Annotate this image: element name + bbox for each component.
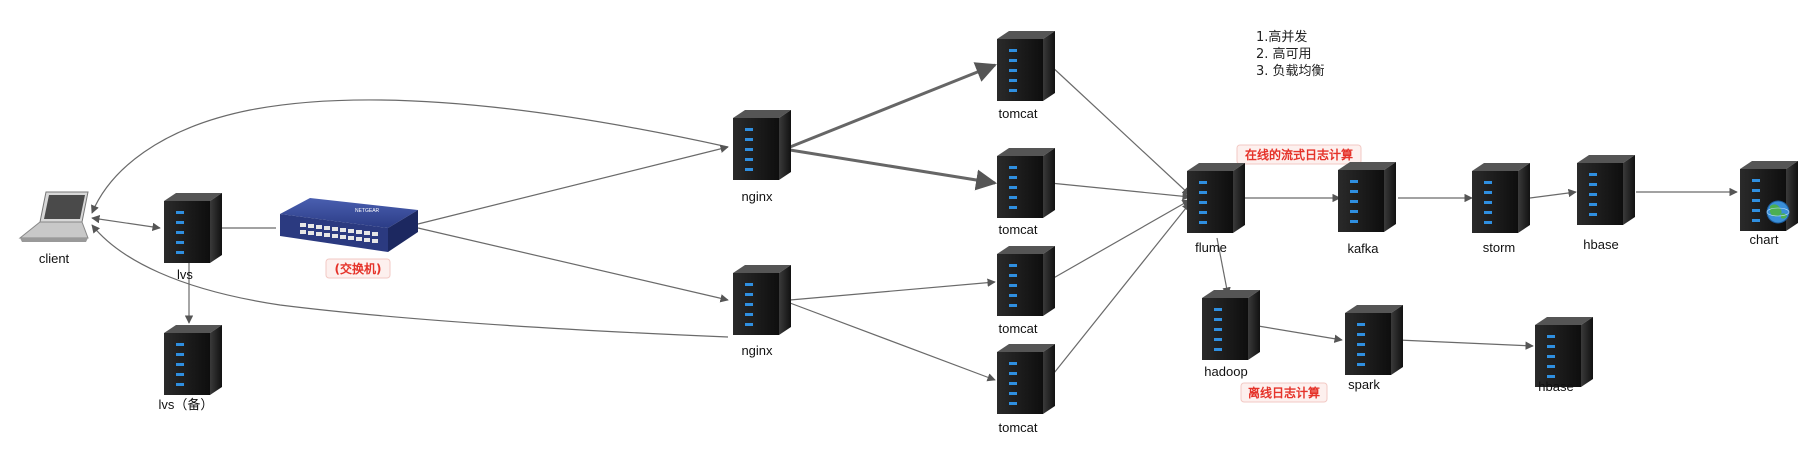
note-1: 1.高并发: [1256, 29, 1307, 45]
hadoop-server-icon: [1202, 290, 1260, 360]
edge-switch-nginx-bottom: [417, 227, 729, 303]
edge-nginx-top-tomcat1: [789, 62, 997, 149]
notes-list: 1.高并发 2. 高可用 3. 负载均衡: [1256, 29, 1325, 79]
offline-label: 离线日志计算: [1248, 385, 1320, 400]
edge-tomcat1-flume: [1049, 64, 1191, 196]
kafka-label: kafka: [1347, 241, 1379, 256]
client-label: client: [39, 251, 70, 266]
nginx-top-server-icon: [733, 110, 791, 180]
nginx-bottom-label: nginx: [741, 343, 773, 358]
lvs-label: lvs: [177, 267, 193, 282]
edge-nginx-bottom-client: [91, 224, 729, 338]
tomcat-3-label: tomcat: [998, 321, 1037, 336]
tomcat-4-server-icon: [997, 344, 1055, 414]
flume-server-icon: [1187, 163, 1245, 233]
tomcat-2-server-icon: [997, 148, 1055, 218]
hbase-top-server-icon: [1577, 155, 1635, 225]
edge-nginx-top-tomcat2: [789, 148, 998, 191]
kafka-server-icon: [1338, 162, 1396, 232]
edge-nginx-bottom-tomcat3: [789, 278, 996, 301]
switch-brand-text: NETGEAR: [355, 208, 380, 214]
hbase-top-label: hbase: [1583, 237, 1618, 252]
storm-server-icon: [1472, 163, 1530, 233]
chart-server-icon: [1740, 161, 1798, 231]
switch-label-badge: (交换机): [325, 258, 391, 279]
chart-label: chart: [1750, 232, 1779, 247]
globe-icon: [1766, 200, 1790, 224]
edge-client-lvs: [91, 214, 161, 232]
edge-tomcat3-flume: [1049, 199, 1191, 281]
edge-switch-nginx-top: [417, 144, 729, 225]
online-label: 在线的流式日志计算: [1245, 147, 1353, 162]
edge-hadoop-spark: [1251, 324, 1343, 343]
online-label-badge: 在线的流式日志计算: [1236, 144, 1362, 165]
switch-label: (交换机): [335, 261, 382, 276]
offline-label-badge: 离线日志计算: [1240, 382, 1328, 403]
hadoop-label: hadoop: [1204, 364, 1247, 379]
edge-storm-hbase: [1529, 188, 1577, 199]
connectors: [91, 62, 1738, 382]
edge-flume-hadoop: [1216, 237, 1231, 296]
tomcat-4-label: tomcat: [998, 420, 1037, 435]
spark-server-icon: [1345, 305, 1403, 375]
client-laptop-icon: [18, 191, 89, 242]
lvs-backup-label: lvs（备）: [159, 397, 214, 412]
tomcat-1-server-icon: [997, 31, 1055, 101]
hbase-bottom-label: hbase: [1538, 379, 1573, 394]
edge-nginx-bottom-tomcat4: [789, 302, 996, 382]
nginx-top-label: nginx: [741, 189, 773, 204]
flume-label: flume: [1195, 240, 1227, 255]
note-3: 3. 负载均衡: [1256, 64, 1325, 79]
spark-label: spark: [1348, 377, 1380, 392]
edge-spark-hbase: [1397, 339, 1534, 350]
tomcat-1-label: tomcat: [998, 106, 1037, 121]
edge-tomcat4-flume: [1049, 202, 1191, 379]
tomcat-3-server-icon: [997, 246, 1055, 316]
tomcat-2-label: tomcat: [998, 222, 1037, 237]
lvs-backup-server-icon: [164, 325, 222, 395]
lvs-server-icon: [164, 193, 222, 263]
note-2: 2. 高可用: [1256, 46, 1312, 62]
nginx-bottom-server-icon: [733, 265, 791, 335]
storm-label: storm: [1483, 240, 1516, 255]
edge-nginx-top-client: [91, 99, 729, 214]
edge-tomcat2-flume: [1049, 182, 1191, 201]
hbase-bottom-server-icon: [1535, 317, 1593, 387]
switch-icon: NETGEAR: [280, 198, 418, 252]
